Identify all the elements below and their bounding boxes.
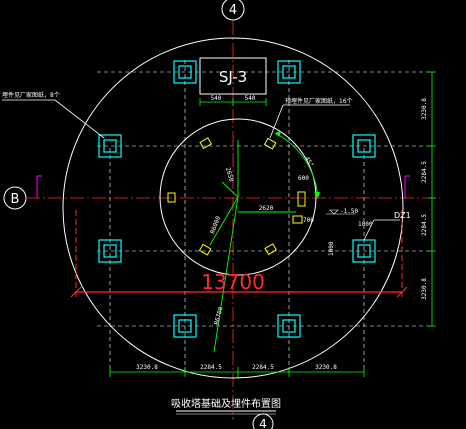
drawing-title: 吸收塔基础及埋件布置图 xyxy=(171,397,281,410)
sj3-label: SJ-3 xyxy=(219,68,247,86)
grid-bubble-bottom: 4 xyxy=(252,413,274,429)
grid-bubble-left-label: B xyxy=(11,192,20,207)
dim-bottom-1: 3230.8 xyxy=(136,364,158,371)
anchor-plates xyxy=(98,60,376,338)
dim-bottom-3: 2284.5 xyxy=(252,364,274,371)
dim-right-2: 2284.5 xyxy=(421,161,428,183)
grid-bubble-left: B xyxy=(3,186,27,210)
radius-label-1: 2650 xyxy=(224,167,235,183)
leader-note-left: 埋件见厂家图纸，8个 xyxy=(2,91,105,139)
anchor-plate xyxy=(98,134,122,158)
drawing-title-block: 吸收塔基础及埋件布置图 xyxy=(171,397,281,415)
anchor-plate xyxy=(277,60,301,84)
anchor-plate xyxy=(173,60,197,84)
tower-inner-circle xyxy=(159,118,317,276)
grid-ticks xyxy=(36,175,410,198)
anchor-plate xyxy=(277,314,301,338)
dim-2620: 2620 xyxy=(259,205,274,212)
note-right-text: 预埋件见厂家图纸，16个 xyxy=(285,97,353,105)
level-triangle xyxy=(329,209,339,215)
angle-label-1: 45° xyxy=(303,156,314,169)
radius-label-2: R6000 xyxy=(209,215,222,235)
note-left-text: 埋件见厂家图纸，8个 xyxy=(2,91,60,99)
dim-right-4: 3230.8 xyxy=(421,278,428,300)
grid-bubble-top: 4 xyxy=(221,0,245,21)
sj3-dims xyxy=(199,98,267,106)
angle-arrows xyxy=(275,131,320,198)
anchor-plate xyxy=(173,314,197,338)
sj3-block: SJ-3 xyxy=(199,57,267,95)
dim-bottom-4: 3230.8 xyxy=(315,364,337,371)
level-mark: -1.50 xyxy=(340,208,358,215)
dim-right-1: 3230.8 xyxy=(421,98,428,120)
grid-bubble-bottom-label: 4 xyxy=(259,417,267,429)
dim-1000b: 1000 xyxy=(328,241,335,256)
column-grid-lines xyxy=(97,60,432,372)
diameter-dimension: 13700 xyxy=(70,210,408,298)
dim-chain-bottom xyxy=(109,367,365,377)
dim-1000: 1000 xyxy=(358,221,373,228)
leader-note-right: 预埋件见厂家图纸，16个 xyxy=(269,97,353,139)
foundation-outer-circle xyxy=(62,37,404,379)
dim-top-left: 540 xyxy=(211,95,222,102)
anchor-plate xyxy=(352,134,376,158)
dim-600: 600 xyxy=(298,175,309,182)
anchor-plate xyxy=(98,239,122,263)
angle-annotations xyxy=(209,132,319,353)
embedded-parts xyxy=(167,137,306,256)
dim-700: 700 xyxy=(303,217,314,224)
diameter-label: 13700 xyxy=(201,270,265,294)
dim-right-3: 2284.5 xyxy=(421,214,428,236)
dim-chain-right xyxy=(428,71,436,327)
grid-bubble-top-label: 4 xyxy=(229,3,237,18)
dim-top-right: 540 xyxy=(245,95,256,102)
radius-label-3: R6700 xyxy=(213,306,225,326)
dim-bottom-2: 2284.5 xyxy=(200,364,222,371)
